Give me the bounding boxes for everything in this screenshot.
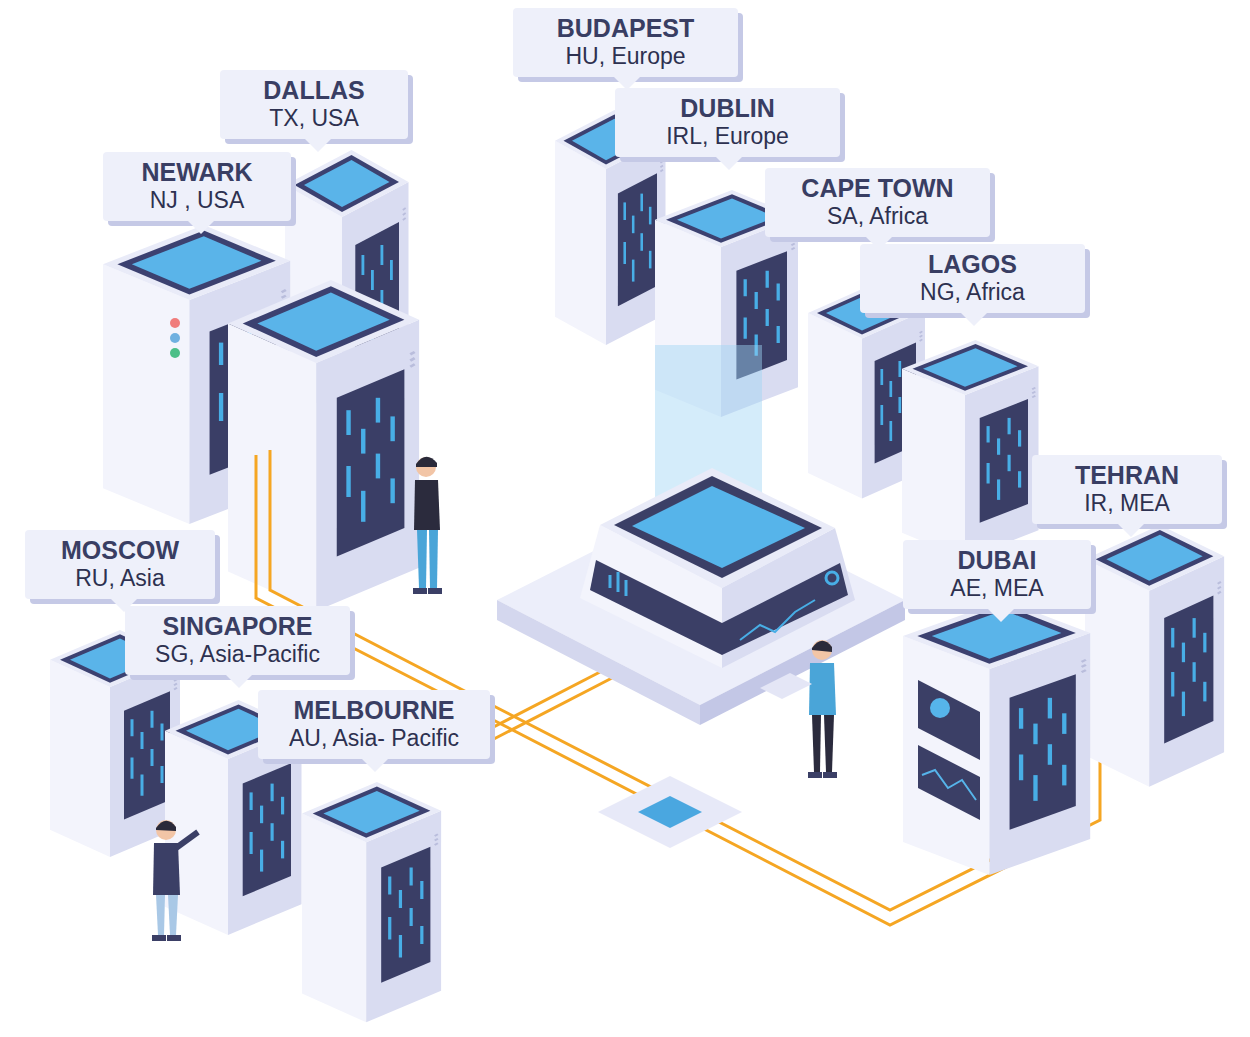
person (152, 820, 198, 941)
dashboard-panel (918, 680, 980, 760)
region-name: NJ , USA (121, 187, 273, 213)
city-name: TEHRAN (1050, 461, 1204, 490)
hub-bar (617, 572, 620, 592)
server (1085, 525, 1224, 787)
chip-core (638, 796, 702, 828)
callout-tail (988, 609, 1014, 622)
callout-tail (961, 313, 987, 326)
person (413, 457, 442, 594)
callout-tail (716, 157, 742, 170)
location-callout: MELBOURNEAU, Asia- Pacific (258, 690, 490, 759)
status-light (170, 318, 180, 328)
hub-bar (625, 580, 628, 596)
city-name: BUDAPEST (531, 14, 720, 43)
hub-bar (609, 575, 612, 588)
city-name: DALLAS (238, 76, 390, 105)
city-name: LAGOS (878, 250, 1067, 279)
city-name: MOSCOW (43, 536, 197, 565)
region-name: SA, Africa (783, 203, 972, 229)
callout-tail (362, 759, 388, 772)
location-callout: CAPE TOWNSA, Africa (765, 168, 990, 237)
region-name: HU, Europe (531, 43, 720, 69)
callout-tail (1118, 524, 1144, 537)
region-name: TX, USA (238, 105, 390, 131)
region-name: SG, Asia-Pacific (143, 641, 332, 667)
location-callout: LAGOSNG, Africa (860, 244, 1085, 313)
status-light (170, 333, 180, 343)
city-name: NEWARK (121, 158, 273, 187)
callout-tail (188, 221, 214, 234)
region-name: NG, Africa (878, 279, 1067, 305)
dashboard-panel (918, 745, 980, 820)
chip (598, 776, 742, 848)
hub-gauge (826, 572, 838, 584)
callout-tail (226, 675, 252, 688)
location-callout: MOSCOWRU, Asia (25, 530, 215, 599)
region-name: AU, Asia- Pacific (276, 725, 472, 751)
pie-chart (930, 698, 950, 718)
location-callout: NEWARKNJ , USA (103, 152, 291, 221)
location-callout: TEHRANIR, MEA (1032, 455, 1222, 524)
hub-chart (740, 600, 815, 640)
city-name: DUBLIN (633, 94, 822, 123)
line-chart (922, 770, 976, 800)
region-name: RU, Asia (43, 565, 197, 591)
location-callout: DALLASTX, USA (220, 70, 408, 139)
location-callout: DUBLINIRL, Europe (615, 88, 840, 157)
hub-screen (632, 486, 805, 568)
location-callout: BUDAPESTHU, Europe (513, 8, 738, 77)
status-light (170, 348, 180, 358)
location-callout: SINGAPORESG, Asia-Pacific (125, 606, 350, 675)
region-name: IR, MEA (1050, 490, 1204, 516)
person (760, 640, 837, 778)
region-name: AE, MEA (921, 575, 1073, 601)
city-name: DUBAI (921, 546, 1073, 575)
server (302, 782, 441, 1022)
hub-top (600, 468, 835, 588)
city-name: CAPE TOWN (783, 174, 972, 203)
server (902, 340, 1039, 559)
hub-top (614, 476, 822, 578)
region-name: IRL, Europe (633, 123, 822, 149)
city-name: SINGAPORE (143, 612, 332, 641)
city-name: MELBOURNE (276, 696, 472, 725)
location-callout: DUBAIAE, MEA (903, 540, 1091, 609)
server (903, 600, 1090, 875)
callout-tail (305, 139, 331, 152)
